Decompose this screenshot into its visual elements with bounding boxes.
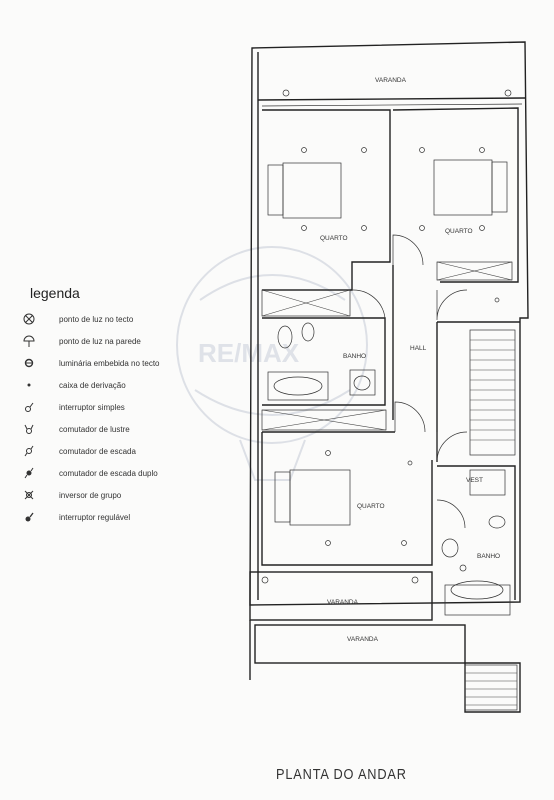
doors <box>351 234 468 529</box>
label-banho-upper: BANHO <box>343 353 366 360</box>
legend-label: comutador de lustre <box>59 425 130 434</box>
group-inverter-icon <box>24 490 34 500</box>
label-quarto-left: QUARTO <box>320 235 348 242</box>
electrical-fixtures <box>261 89 512 584</box>
junction-box-icon <box>27 383 31 387</box>
label-varanda-top: VARANDA <box>375 77 407 84</box>
recessed-light-icon <box>24 358 34 368</box>
legend-label: interruptor simples <box>59 403 125 412</box>
legend-item: ponto de luz no tecto <box>22 312 222 332</box>
room-labels: VARANDA QUARTO QUARTO BANHO HALL QUARTO … <box>320 77 500 643</box>
staircase <box>464 329 518 711</box>
legend-title: legenda <box>30 285 80 301</box>
furniture <box>267 159 508 600</box>
legend-label: comutador de escada <box>59 447 136 456</box>
legend-item: comutador de escada duplo <box>22 466 222 486</box>
legend-item: ponto de luz na parede <box>22 334 222 354</box>
label-vest: VEST <box>466 477 483 484</box>
watermark-text: RE/MAX <box>198 338 300 368</box>
legend-label: inversor de grupo <box>59 491 122 500</box>
label-varanda-bottom: VARANDA <box>347 636 379 643</box>
legend-item: luminária embebida no tecto <box>22 356 222 376</box>
legend-label: caixa de derivação <box>59 381 126 390</box>
label-varanda-middle: VARANDA <box>327 599 359 606</box>
legend-label: comutador de escada duplo <box>59 469 158 478</box>
chandelier-switch-icon <box>24 424 34 434</box>
legend-item: comutador de escada <box>22 444 222 464</box>
legend-item: caixa de derivação <box>22 378 222 398</box>
label-quarto-right: QUARTO <box>445 228 473 235</box>
legend-label: luminária embebida no tecto <box>59 359 160 368</box>
label-banho-lower: BANHO <box>477 553 500 560</box>
legend-label: ponto de luz na parede <box>59 337 141 346</box>
legend-item: comutador de lustre <box>22 422 222 442</box>
stair-switch-icon <box>24 445 34 457</box>
plan-title: PLANTA DO ANDAR <box>276 766 407 783</box>
dimmer-switch-icon <box>25 512 34 522</box>
legend-label: ponto de luz no tecto <box>59 315 134 324</box>
wall-light-icon <box>23 335 35 347</box>
legend-item: interruptor regulável <box>22 510 222 530</box>
simple-switch-icon <box>25 402 34 412</box>
double-stair-switch-icon <box>24 467 34 479</box>
legend-item: interruptor simples <box>22 400 222 420</box>
legend-item: inversor de grupo <box>22 488 222 508</box>
label-quarto-lower: QUARTO <box>357 503 385 510</box>
ceiling-light-icon <box>23 313 35 325</box>
label-hall: HALL <box>410 345 427 352</box>
legend-label: interruptor regulável <box>59 513 131 522</box>
